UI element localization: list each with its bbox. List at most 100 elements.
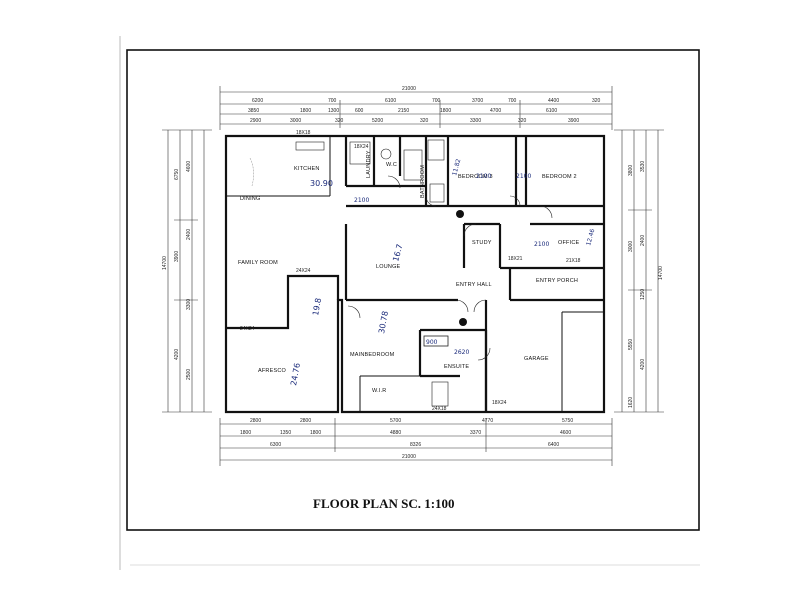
room-dining: DINING (240, 196, 260, 202)
svg-text:6100: 6100 (546, 108, 557, 114)
svg-text:24.76: 24.76 (289, 362, 302, 386)
svg-text:21X18: 21X18 (566, 258, 581, 264)
smoke-detector-icon (456, 210, 464, 218)
handwritten-notes: 30.90 2100 2100 2100 2100 19.8 24.76 30.… (289, 158, 596, 386)
svg-text:3900: 3900 (568, 118, 579, 124)
svg-text:2150: 2150 (398, 108, 409, 114)
svg-text:4770: 4770 (482, 418, 493, 424)
dim-right-overall: 14700 (658, 266, 664, 280)
svg-text:2100: 2100 (516, 173, 531, 180)
svg-text:11.82: 11.82 (451, 158, 462, 177)
interior-walls (226, 136, 604, 412)
dimension-lines-left (162, 129, 212, 413)
svg-text:30.78: 30.78 (377, 310, 390, 334)
svg-text:320: 320 (420, 118, 429, 124)
room-bed2: BEDROOM 2 (542, 174, 577, 180)
svg-text:16.7: 16.7 (391, 243, 404, 263)
svg-text:18X24: 18X24 (354, 144, 369, 150)
svg-text:1800: 1800 (300, 108, 311, 114)
dim-left-row1: 6750 3900 4200 (174, 169, 180, 360)
svg-text:3900: 3900 (174, 251, 180, 262)
dimension-lines-bottom (219, 418, 613, 466)
svg-text:18X24: 18X24 (492, 400, 507, 406)
room-bed3: BEDROOM 3 (458, 174, 493, 180)
dim-top-row2: 6200 700 6100 700 3700 700 4400 320 (252, 98, 601, 104)
svg-text:2800: 2800 (300, 418, 311, 424)
svg-text:3300: 3300 (470, 118, 481, 124)
svg-text:2900: 2900 (250, 118, 261, 124)
room-family: FAMILY ROOM (238, 260, 278, 266)
svg-text:4200: 4200 (174, 349, 180, 360)
dim-top-row4: 2900 3000 320 5200 320 3300 320 3900 (250, 118, 579, 124)
svg-text:8326: 8326 (410, 442, 421, 448)
svg-text:320: 320 (518, 118, 527, 124)
svg-text:900: 900 (426, 339, 438, 346)
smoke-detector-icon (459, 318, 467, 326)
room-ensuite: ENSUITE (444, 364, 469, 370)
svg-text:30.90: 30.90 (310, 179, 333, 188)
svg-text:2100: 2100 (476, 173, 491, 180)
svg-text:700: 700 (508, 98, 517, 104)
svg-text:12.46: 12.46 (585, 228, 596, 247)
svg-text:1250: 1250 (640, 289, 646, 300)
svg-text:1800: 1800 (240, 430, 251, 436)
room-kitchen: KITCHEN (294, 166, 320, 172)
room-lounge: LOUNGE (376, 264, 401, 270)
svg-text:2500: 2500 (186, 369, 192, 380)
svg-text:3370: 3370 (470, 430, 481, 436)
dim-right-row1: 3800 3000 5550 1620 (628, 165, 634, 408)
svg-text:18X18: 18X18 (296, 130, 311, 136)
room-laundry: LAUNDRY (366, 150, 372, 178)
svg-text:2620: 2620 (454, 349, 469, 356)
svg-text:5700: 5700 (390, 418, 401, 424)
svg-text:3000: 3000 (290, 118, 301, 124)
svg-text:5550: 5550 (628, 339, 634, 350)
room-office: OFFICE (558, 240, 579, 246)
svg-text:2100: 2100 (534, 241, 549, 248)
svg-text:5750: 5750 (562, 418, 573, 424)
svg-text:1800: 1800 (440, 108, 451, 114)
svg-text:320: 320 (335, 118, 344, 124)
door-swings (347, 175, 553, 361)
svg-text:2400: 2400 (186, 229, 192, 240)
dim-right-row2: 3530 2400 1250 4200 (640, 161, 646, 370)
svg-text:24X24: 24X24 (240, 326, 255, 332)
svg-text:2100: 2100 (354, 197, 369, 204)
svg-text:6400: 6400 (548, 442, 559, 448)
svg-text:2400: 2400 (640, 235, 646, 246)
room-wc: W.C (386, 162, 397, 168)
dim-left-overall: 14700 (162, 256, 168, 270)
svg-text:6750: 6750 (174, 169, 180, 180)
svg-text:4400: 4400 (548, 98, 559, 104)
exterior-walls (224, 134, 606, 414)
room-bathroom: BATHROOM (420, 165, 426, 198)
dim-bottom-overall: 21000 (402, 454, 416, 460)
room-wir: W.I.R (372, 388, 386, 394)
dim-left-row2: 4600 2400 3300 2500 (186, 161, 192, 380)
svg-text:3000: 3000 (628, 241, 634, 252)
svg-text:3530: 3530 (640, 161, 646, 172)
fixtures (249, 139, 467, 407)
room-entry-hall: ENTRY HALL (456, 282, 492, 288)
svg-text:1300: 1300 (328, 108, 339, 114)
svg-text:4880: 4880 (390, 430, 401, 436)
svg-text:18X21: 18X21 (508, 256, 523, 262)
window-tags: 18X18 18X24 24X24 24X24 18X24 21X18 24X1… (240, 130, 581, 412)
svg-text:6100: 6100 (385, 98, 396, 104)
svg-text:320: 320 (592, 98, 601, 104)
svg-text:24X24: 24X24 (296, 268, 311, 274)
drawing-title: FLOOR PLAN SC. 1:100 (313, 496, 455, 511)
dim-top-overall: 21000 (402, 86, 416, 92)
room-entry-porch: ENTRY PORCH (536, 278, 578, 284)
svg-text:4200: 4200 (640, 359, 646, 370)
svg-text:1620: 1620 (628, 397, 634, 408)
svg-text:3850: 3850 (248, 108, 259, 114)
room-alfresco: AFRESCO (258, 368, 287, 374)
svg-text:5200: 5200 (372, 118, 383, 124)
svg-text:1800: 1800 (310, 430, 321, 436)
dimension-lines-top (219, 86, 613, 130)
room-study: STUDY (472, 240, 492, 246)
dim-bottom-row2: 1800 1350 1800 4880 3370 4600 (240, 430, 571, 436)
dim-bottom-row1: 2800 2800 5700 4770 5750 (250, 418, 573, 424)
